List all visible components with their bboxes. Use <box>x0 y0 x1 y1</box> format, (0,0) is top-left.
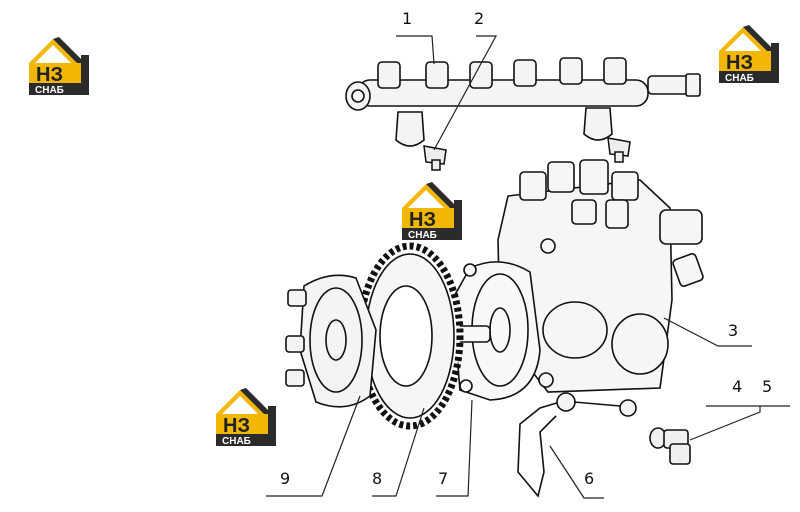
svg-text:СНАБ: СНАБ <box>725 73 754 84</box>
callout-labels: 1 2 3 4 5 6 7 8 9 <box>280 9 772 488</box>
fuel-rail-drawing <box>345 57 701 147</box>
callout-1: 1 <box>402 9 412 28</box>
pump-flange-drawing <box>449 261 541 401</box>
svg-text:СНАБ: СНАБ <box>408 230 437 241</box>
svg-text:НЗ: НЗ <box>36 64 63 86</box>
callout-7: 7 <box>438 469 448 488</box>
leader-lines <box>266 35 790 499</box>
svg-text:НЗ: НЗ <box>726 52 753 74</box>
svg-text:НЗ: НЗ <box>223 415 250 437</box>
logo-top-right: НЗ СНАБ <box>719 25 779 84</box>
callout-3: 3 <box>728 321 738 340</box>
callout-5: 5 <box>762 377 772 396</box>
rail-bolts-drawing <box>423 137 631 171</box>
callout-2: 2 <box>474 9 484 28</box>
logo-top-left: НЗ СНАБ <box>29 37 89 96</box>
logo-bottom-left: НЗ СНАБ <box>216 388 276 447</box>
pump-body-drawing <box>497 159 704 393</box>
fuel-pipe-drawing <box>517 392 637 498</box>
pump-gear-drawing <box>356 242 464 430</box>
svg-text:СНАБ: СНАБ <box>35 85 64 96</box>
callout-8: 8 <box>372 469 382 488</box>
callout-6: 6 <box>584 469 594 488</box>
callout-9: 9 <box>280 469 290 488</box>
gear-hub-drawing <box>285 274 377 408</box>
svg-text:НЗ: НЗ <box>409 209 436 231</box>
svg-text:СНАБ: СНАБ <box>222 436 251 447</box>
banjo-bolt-drawing <box>649 427 691 465</box>
logo-center: НЗ СНАБ <box>402 182 462 241</box>
callout-4: 4 <box>732 377 742 396</box>
